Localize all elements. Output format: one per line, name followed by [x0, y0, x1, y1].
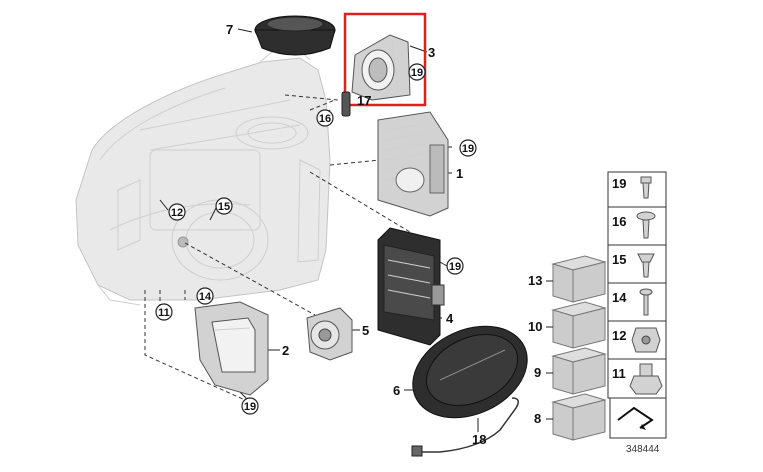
callout-19-bezel: 19: [244, 401, 256, 413]
callout-11: 11: [158, 307, 170, 319]
box-label-13: 13: [528, 273, 542, 288]
callout-19-led: 19: [449, 261, 461, 273]
part-6-cover: [412, 325, 528, 419]
callout-circles: [155, 63, 477, 415]
label-7: 7: [226, 22, 233, 37]
fastener-legend: [607, 171, 667, 399]
label-2: 2: [282, 343, 289, 358]
part-5-fan: [306, 307, 353, 361]
legend-label-12: 12: [612, 328, 626, 343]
label-17: 17: [357, 93, 371, 108]
part-3-adapter: [351, 34, 411, 101]
spare-box-13: [551, 255, 607, 303]
callout-15: 15: [218, 201, 230, 213]
label-1: 1: [456, 166, 463, 181]
fastener-symbol-box: [609, 397, 667, 439]
spare-box-8: [551, 393, 607, 441]
box-label-8: 8: [534, 411, 541, 426]
reference-number: 348444: [626, 444, 660, 455]
label-6: 6: [393, 383, 400, 398]
box-label-9: 9: [534, 365, 541, 380]
part-17-bulb: [341, 91, 351, 117]
part-number-labels: 7 3 17 1 4 5 2 6 18 19 16 19 19 12 15 14…: [158, 22, 660, 455]
part-7-cover-cap: [254, 15, 336, 56]
label-4: 4: [446, 311, 454, 326]
spare-box-9: [551, 347, 607, 395]
part-4-led-module: [377, 227, 445, 346]
box-label-10: 10: [528, 319, 542, 334]
callout-19-top: 19: [411, 67, 423, 79]
label-3: 3: [428, 45, 435, 60]
headlight-housing-outline: [75, 49, 331, 306]
label-18: 18: [472, 432, 486, 447]
legend-label-14: 14: [612, 290, 627, 305]
box-leaders: [546, 280, 553, 420]
callout-16: 16: [319, 113, 331, 125]
part-18-cable: [411, 397, 519, 457]
legend-label-11: 11: [612, 366, 626, 381]
callout-19-right: 19: [462, 143, 474, 155]
legend-label-16: 16: [612, 214, 626, 229]
spare-box-10: [551, 301, 607, 349]
part-3-highlight-box: [343, 12, 427, 107]
part-2-bezel: [194, 301, 269, 396]
label-5: 5: [362, 323, 369, 338]
part-1-control-unit: [377, 111, 449, 217]
callout-14: 14: [199, 291, 212, 303]
legend-label-15: 15: [612, 252, 626, 267]
legend-label-19: 19: [612, 176, 626, 191]
callout-12: 12: [171, 207, 183, 219]
